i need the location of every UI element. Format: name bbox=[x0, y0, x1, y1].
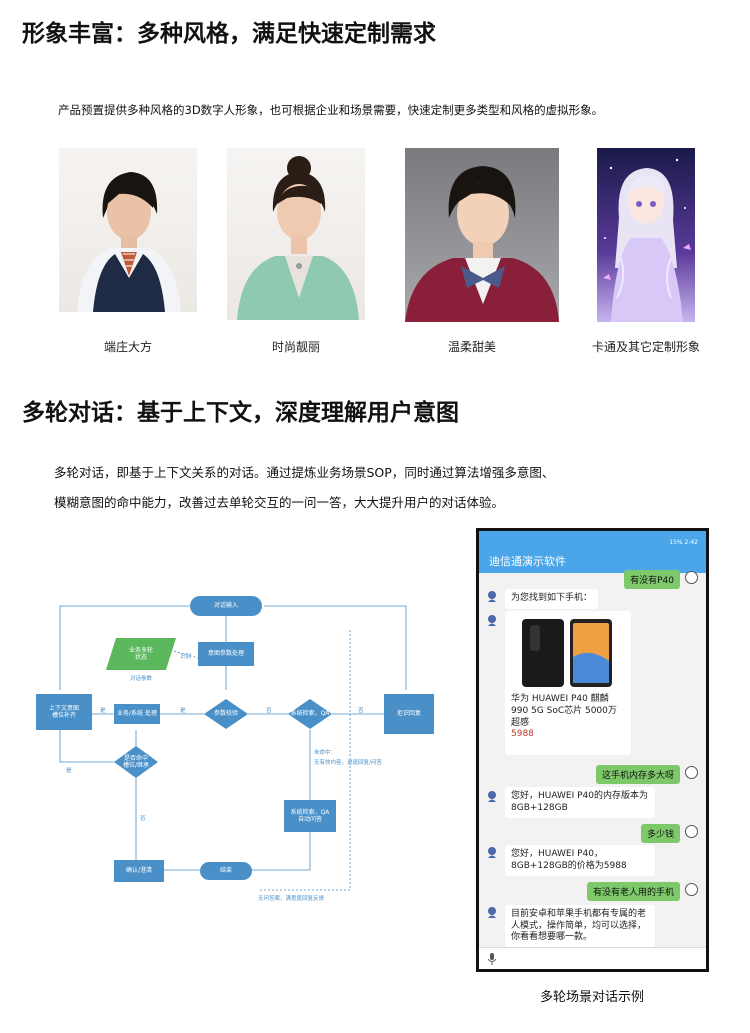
dialogue-flowchart: 对话输入 业务多轮 状态 意图参数处理 上下文意图 槽位补齐 业务/系统 处理 … bbox=[30, 590, 440, 910]
user-avatar-icon bbox=[685, 825, 698, 838]
flow-node-business: 业务/系统 处理 bbox=[114, 704, 160, 724]
flow-label-params: 对话参数 bbox=[130, 676, 153, 682]
bot-message: 目前安卓和苹果手机都有专属的老人模式，操作简单，均可以选择，你看看想要哪一款。 bbox=[505, 905, 655, 949]
flow-node-reject: 拒识回复 bbox=[384, 694, 434, 734]
bot-avatar-icon bbox=[488, 615, 496, 626]
phone-product-image bbox=[522, 619, 612, 687]
product-card[interactable]: 华为 HUAWEI P40 麒麟990 5G SoC芯片 5000万超感 598… bbox=[505, 611, 631, 755]
flow-node-biz-state-label: 业务多轮 状态 bbox=[128, 646, 153, 661]
user-message: 多少钱 bbox=[640, 824, 680, 843]
bot-avatar-icon bbox=[488, 907, 496, 918]
avatar-fashion bbox=[227, 148, 365, 320]
bot-message: 您好，HUAWEI P40的内存版本为8GB+128GB bbox=[505, 787, 655, 819]
bot-avatar-icon bbox=[488, 791, 496, 802]
flow-label-miss: 未命中： bbox=[314, 750, 337, 756]
user-message: 有没有P40 bbox=[624, 570, 680, 589]
flow-node-slot-check bbox=[204, 699, 248, 729]
flow-label-no-3: 否 bbox=[140, 816, 146, 822]
section2-description-line2: 模糊意图的命中能力，改善过去单轮交互的一问一答，大大提升用户的对话体验。 bbox=[54, 495, 505, 510]
bot-avatar-icon bbox=[488, 847, 496, 858]
user-avatar-icon bbox=[685, 883, 698, 896]
status-text: 15% 2:42 bbox=[669, 538, 698, 546]
flow-node-sys-check-label: 系统检索，QA bbox=[290, 710, 330, 718]
flow-node-input: 对话输入 bbox=[190, 596, 262, 616]
flow-node-intent: 意图参数处理 bbox=[198, 642, 254, 666]
flow-label-no-2: 否 bbox=[358, 708, 364, 714]
user-avatar-icon bbox=[685, 766, 698, 779]
chat-input-bar[interactable] bbox=[479, 947, 706, 969]
avatar-gentle-caption: 温柔甜美 bbox=[447, 340, 496, 354]
flow-node-biz-state bbox=[106, 638, 176, 670]
flow-node-decide-label: 是否命中 槽位/继承 bbox=[122, 754, 150, 769]
product-price: 5988 bbox=[511, 729, 534, 740]
flow-node-faq: 系统检索，QA 自动问答 bbox=[284, 800, 336, 832]
flow-node-end: 结束 bbox=[200, 862, 252, 880]
flow-label-recognize: 识别 bbox=[180, 654, 192, 660]
avatar-cartoon bbox=[597, 148, 695, 322]
chat-area[interactable]: 有没有P40 为您找到如下手机： 华为 HUAWEI P40 麒麟990 5G … bbox=[479, 570, 706, 953]
flow-node-slot-check-label: 参数校验 bbox=[213, 710, 238, 718]
user-avatar-icon bbox=[685, 571, 698, 584]
phone-chat-demo: 15% 2:42 迪信通演示软件 有没有P40 为您找到如下手机： 华为 HUA… bbox=[476, 528, 709, 972]
flow-node-decide bbox=[114, 746, 158, 778]
app-title: 迪信通演示软件 bbox=[479, 553, 706, 573]
flow-node-context: 上下文意图 槽位补齐 bbox=[36, 694, 92, 730]
avatar-fashion-caption: 时尚靓丽 bbox=[271, 340, 320, 354]
bot-message: 为您找到如下手机： bbox=[505, 589, 599, 609]
flow-label-no-1: 否 bbox=[266, 708, 272, 714]
section2-description-line1: 多轮对话，即基于上下文关系的对话。通过提炼业务场景SOP，同时通过算法增强多意图… bbox=[54, 465, 555, 480]
flow-label-no-answer: 无问答案，满意度回复反馈 bbox=[258, 896, 325, 902]
flow-label-yes-1: 是 bbox=[180, 708, 186, 714]
flow-node-sys-check bbox=[288, 699, 332, 729]
flow-node-confirm: 确认/澄清 bbox=[114, 860, 164, 882]
user-message: 这手机内存多大呀 bbox=[595, 765, 680, 784]
section1-title: 形象丰富：多种风格，满足快速定制需求 bbox=[22, 21, 436, 47]
bot-avatar-icon bbox=[488, 591, 496, 602]
section2-title: 多轮对话：基于上下文，深度理解用户意图 bbox=[22, 400, 459, 426]
avatar-formal-caption: 端庄大方 bbox=[103, 340, 152, 354]
avatar-gentle bbox=[405, 148, 559, 322]
product-name: 华为 HUAWEI P40 麒麟990 5G SoC芯片 5000万超感 bbox=[511, 694, 617, 729]
phone-status-bar: 15% 2:42 bbox=[479, 531, 706, 553]
avatar-cartoon-caption: 卡通及其它定制形象 bbox=[591, 340, 700, 354]
flow-label-yes-2: 是 bbox=[100, 708, 106, 714]
phone-demo-caption: 多轮场景对话示例 bbox=[540, 990, 645, 1005]
microphone-icon[interactable] bbox=[487, 953, 497, 965]
flow-label-yes-3: 是 bbox=[66, 768, 72, 774]
avatar-formal bbox=[59, 148, 197, 312]
user-message: 有没有老人用的手机 bbox=[586, 882, 680, 901]
section1-description: 产品预置提供多种风格的3D数字人形象，也可根据企业和场景需要，快速定制更多类型和… bbox=[58, 103, 604, 117]
flow-label-no-content: 无有效内容，进退回复/问答 bbox=[314, 760, 382, 766]
bot-message: 您好，HUAWEI P40，8GB+128GB的价格为5988 bbox=[505, 845, 655, 877]
